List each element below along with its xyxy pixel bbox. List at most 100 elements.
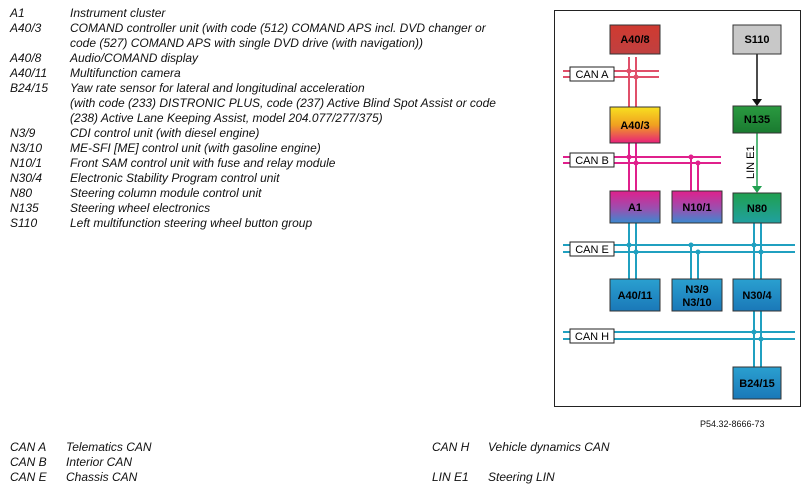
legend-row: N135 Steering wheel electronics — [10, 201, 540, 216]
bus-code: CAN B — [10, 455, 47, 469]
svg-text:N3/10: N3/10 — [682, 297, 711, 309]
svg-text:CAN B: CAN B — [575, 155, 609, 167]
legend-row: A40/3 COMAND controller unit (with code (… — [10, 21, 540, 36]
legend-code: N3/9 — [10, 126, 36, 140]
legend-desc: Instrument cluster — [70, 6, 166, 20]
legend-desc: (with code (233) DISTRONIC PLUS, code (2… — [70, 96, 496, 110]
legend-code: A40/3 — [10, 21, 42, 35]
bus-desc: Vehicle dynamics CAN — [488, 440, 610, 454]
legend-row: N3/9 CDI control unit (with diesel engine… — [10, 126, 540, 141]
s110-link — [752, 54, 762, 106]
bus-desc: Telematics CAN — [66, 440, 152, 454]
bus-code: LIN E1 — [432, 470, 469, 484]
node-b24-15: B24/15 — [732, 366, 782, 400]
svg-text:A40/11: A40/11 — [618, 290, 653, 302]
legend-row: N80 Steering column module control unit — [10, 186, 540, 201]
svg-text:N80: N80 — [747, 203, 767, 215]
network-diagram: CAN A CAN B CAN E CAN H LIN E1 A40/8 S11… — [554, 10, 801, 407]
bus-code: CAN E — [10, 470, 47, 484]
svg-text:CAN A: CAN A — [575, 69, 609, 81]
svg-text:N30/4: N30/4 — [742, 290, 772, 302]
bus-code: CAN A — [10, 440, 47, 454]
svg-text:N3/9: N3/9 — [685, 284, 708, 296]
node-n10-1: N10/1 — [671, 190, 723, 224]
can-b-label: CAN B — [569, 152, 615, 168]
can-h-label: CAN H — [569, 328, 615, 344]
node-a40-3: A40/3 — [609, 106, 661, 144]
legend-row: N10/1 Front SAM control unit with fuse an… — [10, 156, 540, 171]
legend-row: (with code (233) DISTRONIC PLUS, code (2… — [10, 96, 540, 111]
legend-code: N10/1 — [10, 156, 43, 170]
legend-code: N135 — [10, 201, 39, 215]
legend-code: A40/11 — [10, 66, 48, 80]
legend-row: A40/8 Audio/COMAND display — [10, 51, 540, 66]
bus-code: CAN H — [432, 440, 470, 454]
legend-row: N3/10 ME-SFI [ME] control unit (with gaso… — [10, 141, 540, 156]
node-a40-11: A40/11 — [609, 278, 661, 312]
bus-desc: Steering LIN — [488, 470, 555, 484]
legend-row: A1 Instrument cluster — [10, 6, 540, 21]
legend-code: A1 — [10, 6, 25, 20]
lin-e1-label: LIN E1 — [745, 145, 757, 179]
legend-code — [10, 36, 70, 51]
svg-text:B24/15: B24/15 — [739, 378, 774, 390]
bus-desc: Interior CAN — [66, 455, 133, 469]
svg-text:A40/8: A40/8 — [620, 34, 649, 46]
can-a-label: CAN A — [569, 66, 615, 82]
legend-desc: Front SAM control unit with fuse and rel… — [70, 156, 336, 170]
legend-desc: Electronic Stability Program control uni… — [70, 171, 280, 185]
legend-desc: Yaw rate sensor for lateral and longitud… — [70, 81, 365, 95]
node-a40-8: A40/8 — [609, 24, 661, 55]
legend-code: N30/4 — [10, 171, 43, 185]
legend-desc: CDI control unit (with diesel engine) — [70, 126, 260, 140]
node-s110: S110 — [732, 24, 782, 55]
network-diagram-svg: CAN A CAN B CAN E CAN H LIN E1 A40/8 S11… — [563, 24, 795, 400]
svg-text:S110: S110 — [744, 34, 769, 46]
figure-reference: P54.32-8666-73 — [700, 419, 765, 429]
svg-text:N10/1: N10/1 — [682, 202, 711, 214]
legend-desc: Audio/COMAND display — [70, 51, 199, 65]
legend-code — [10, 96, 70, 111]
bus-legend-right: CAN H Vehicle dynamics CAN LIN E1 Steering… — [432, 440, 610, 485]
legend-desc: (238) Active Lane Keeping Assist, model … — [70, 111, 383, 125]
node-n135: N135 — [732, 105, 782, 134]
legend-row: N30/4 Electronic Stability Program contro… — [10, 171, 540, 186]
node-a1: A1 — [609, 190, 661, 224]
node-n80: N80 — [732, 192, 782, 224]
legend-row: S110 Left multifunction steering wheel bu… — [10, 216, 540, 231]
component-legend: A1 Instrument cluster A40/3 COMAND control… — [10, 6, 540, 231]
legend-code: S110 — [10, 216, 38, 230]
bus-desc: Chassis CAN — [66, 470, 138, 484]
legend-desc: ME-SFI [ME] control unit (with gasoline … — [70, 141, 321, 155]
bus-legend-row: CAN E Chassis CAN — [10, 470, 152, 485]
legend-row: B24/15 Yaw rate sensor for lateral and lo… — [10, 81, 540, 96]
legend-row: (238) Active Lane Keeping Assist, model … — [10, 111, 540, 126]
bus-legend-left: CAN A Telematics CAN CAN B Interior CAN CA… — [10, 440, 152, 485]
legend-row: code (527) COMAND APS with single DVD dr… — [10, 36, 540, 51]
legend-desc: code (527) COMAND APS with single DVD dr… — [70, 36, 424, 50]
bus-legend-row: LIN E1 Steering LIN — [432, 470, 610, 485]
legend-row: A40/11 Multifunction camera — [10, 66, 540, 81]
bus-legend-spacer — [432, 455, 610, 470]
legend-code — [10, 111, 70, 126]
svg-text:CAN H: CAN H — [575, 331, 609, 343]
legend-code: A40/8 — [10, 51, 42, 65]
svg-text:A40/3: A40/3 — [620, 120, 649, 132]
svg-text:CAN E: CAN E — [575, 244, 609, 256]
node-n30-4: N30/4 — [732, 278, 782, 312]
svg-text:N135: N135 — [744, 114, 770, 126]
legend-code: B24/15 — [10, 81, 49, 95]
legend-desc: Steering wheel electronics — [70, 201, 211, 215]
legend-desc: Multifunction camera — [70, 66, 181, 80]
legend-code: N3/10 — [10, 141, 43, 155]
bus-legend-row: CAN H Vehicle dynamics CAN — [432, 440, 610, 455]
node-n3-9-n3-10: N3/9 N3/10 — [671, 278, 723, 312]
can-a-bus — [563, 57, 659, 107]
can-e-label: CAN E — [569, 241, 615, 257]
legend-code: N80 — [10, 186, 33, 200]
bus-legend-row: CAN A Telematics CAN — [10, 440, 152, 455]
legend-desc: Steering column module control unit — [70, 186, 262, 200]
legend-desc: COMAND controller unit (with code (512) … — [70, 21, 486, 35]
legend-desc: Left multifunction steering wheel button… — [70, 216, 313, 230]
svg-text:A1: A1 — [628, 202, 642, 214]
